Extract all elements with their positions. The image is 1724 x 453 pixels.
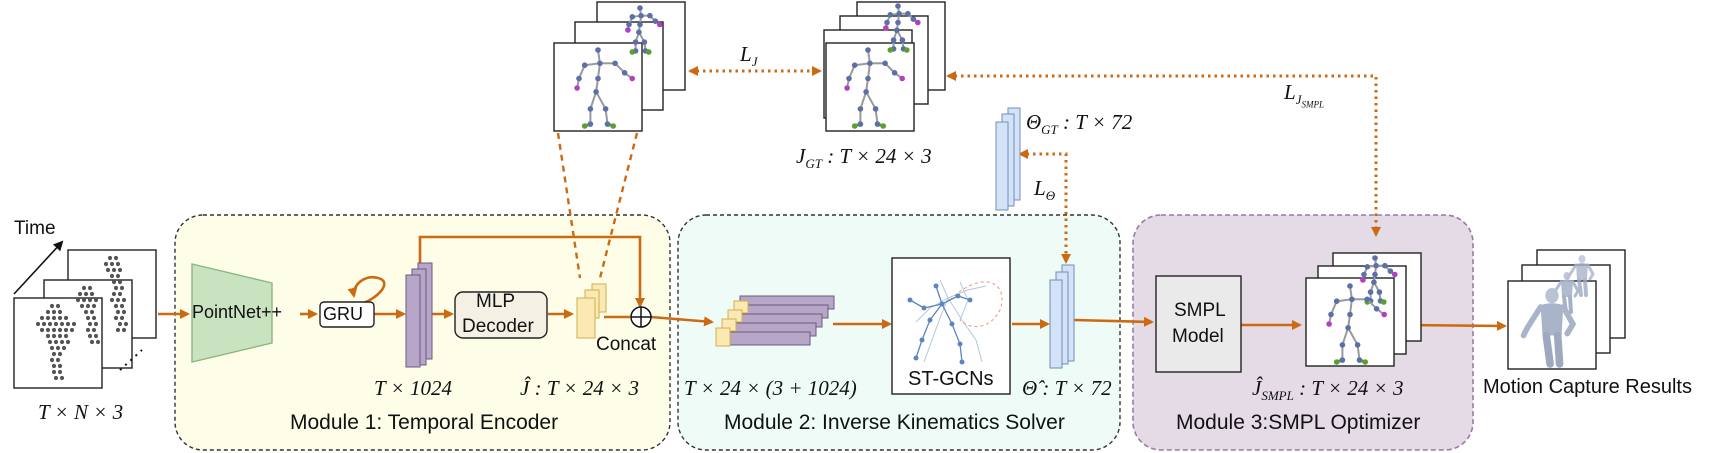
input-shape-label: T × N × 3 — [38, 400, 124, 424]
input-point-cloud-frames — [13, 240, 157, 389]
smpl-skeleton-frames — [1305, 252, 1422, 367]
loss-theta-label: LΘ — [1034, 176, 1056, 204]
gru-recurrent-loop — [347, 275, 386, 306]
gt-pose-params-block — [995, 107, 1021, 211]
decoder-label: Decoder — [462, 316, 534, 337]
gru-block — [319, 301, 375, 328]
smpl-label: SMPL — [1174, 300, 1226, 321]
time-axis-label: Time — [14, 218, 56, 239]
loss-ljsmpl-label: LJSMPL — [1284, 80, 1324, 110]
temporal-feature-shape: T × 1024 — [374, 376, 452, 400]
arrow-concat-module2 — [650, 315, 714, 327]
concat-feature-shape: T × 24 × (3 + 1024) — [684, 376, 857, 400]
model-label: Model — [1172, 326, 1224, 347]
predicted-pose-params-block — [1049, 264, 1075, 369]
arrow-theta-smpl — [1073, 316, 1154, 327]
stgcn-label: ST-GCNs — [908, 368, 994, 390]
smpl-joints-shape: ĴSMPL : T × 24 × 3 — [1252, 376, 1404, 404]
concat-operator — [630, 306, 652, 328]
body-mesh — [1520, 288, 1577, 368]
predicted-joints-shape: Ĵ : T × 24 × 3 — [520, 376, 639, 400]
gt-pose-shape: ΘGT : T × 72 — [1026, 110, 1133, 138]
predicted-joints-block — [576, 283, 607, 339]
concat-label: Concat — [596, 334, 657, 355]
module1-title: Module 1: Temporal Encoder — [290, 411, 559, 434]
smpl-model-block — [1155, 275, 1242, 373]
temporal-feature-block — [405, 262, 433, 368]
loss-lj-label: LJ — [740, 42, 758, 70]
output-label: Motion Capture Results — [1483, 376, 1692, 398]
skeleton-figure — [883, 3, 921, 53]
loss-ljsmpl-arrow — [946, 71, 1381, 237]
gt-joints-shape: JGT : T × 24 × 3 — [796, 144, 932, 172]
module3-title: Module 3:SMPL Optimizer — [1176, 411, 1421, 434]
skeleton-figure — [625, 5, 663, 55]
skeleton-figure — [844, 47, 905, 129]
skip-connection — [418, 235, 645, 308]
skeleton-figure — [1326, 283, 1387, 365]
skeleton-figure — [574, 47, 635, 129]
pointnet-block — [191, 263, 273, 363]
mlp-label: MLP — [476, 291, 516, 312]
loss-theta-arrow — [1018, 149, 1071, 264]
skeleton-figure — [1360, 255, 1398, 305]
pointnet-label: PointNet++ — [192, 302, 283, 322]
stgcn-block — [891, 257, 1011, 395]
gru-label: GRU — [323, 304, 363, 324]
predicted-pose-shape: Θ̂ : T × 72 — [1022, 376, 1112, 400]
module2-title: Module 2: Inverse Kinematics Solver — [724, 411, 1065, 434]
concatenated-feature-stack — [715, 295, 835, 347]
gt-skeleton-frames — [823, 1, 946, 132]
mlp-decoder-block — [454, 291, 548, 339]
